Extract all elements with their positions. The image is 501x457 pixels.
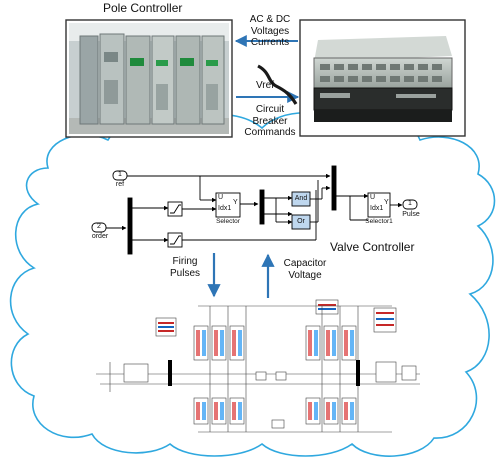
measurement-label: AC & DC Voltages Currents	[240, 14, 300, 49]
breaker-commands-label: Circuit Breaker Commands	[242, 104, 298, 139]
selector1-y-port: Y	[384, 199, 389, 206]
selector1-u-port: U	[370, 194, 376, 201]
selector1-idx-port: Idx1	[370, 205, 384, 212]
firing-pulses-label: Firing Pulses	[160, 256, 210, 279]
selector-u-port: U	[218, 194, 224, 201]
mux-order	[127, 197, 133, 255]
mux-block	[331, 165, 337, 211]
measurement-label-line3: Currents	[250, 37, 290, 48]
selector-block	[215, 192, 241, 218]
outport-pulse	[402, 199, 418, 210]
measurement-label-line1: AC & DC	[249, 14, 291, 25]
selector-idx-port: Idx1	[218, 205, 232, 212]
inport-ref-name: ref	[115, 181, 125, 188]
inport-order-number: 2	[97, 223, 101, 230]
converter-schematic	[96, 299, 420, 433]
capacitor-voltage-label: Capacitor Voltage	[276, 258, 334, 281]
outport-pulse-name: Pulse	[402, 211, 420, 218]
valve-controller-title: Valve Controller	[330, 240, 415, 254]
pole-controller-title: Pole Controller	[103, 1, 183, 15]
measurement-label-line2: Voltages	[250, 25, 290, 37]
vref-cable	[257, 64, 298, 105]
vref-label: Vref	[256, 80, 274, 91]
simulator-hardware-photo	[299, 19, 466, 137]
firing-label-line2: Pulses	[169, 267, 200, 279]
inport-order-name: order	[91, 233, 109, 240]
selector-name: Selector	[216, 218, 240, 225]
breaker-label-line2: Breaker	[252, 115, 288, 127]
or-block-label: Or	[297, 218, 305, 225]
saturation-block-1	[167, 201, 183, 217]
and-block-label: And	[294, 195, 308, 202]
saturation-block-2	[167, 232, 183, 248]
firing-label-line1: Firing	[172, 256, 198, 267]
demux-block	[259, 189, 265, 225]
inport-ref-number: 1	[118, 171, 122, 178]
capacitor-label-line2: Voltage	[288, 269, 322, 281]
inport-order	[91, 222, 107, 233]
selector-y-port: Y	[233, 199, 238, 206]
cloud-boundary	[9, 111, 496, 457]
selector1-name: Selector1	[365, 218, 393, 225]
valve-controller-diagram	[91, 165, 418, 255]
outport-pulse-number: 1	[408, 200, 412, 207]
breaker-label-line3: Commands	[244, 127, 296, 138]
inport-ref	[112, 170, 128, 181]
capacitor-label-line1: Capacitor	[283, 258, 327, 269]
pole-controller-photo	[65, 19, 233, 138]
breaker-label-line1: Circuit	[255, 104, 285, 115]
